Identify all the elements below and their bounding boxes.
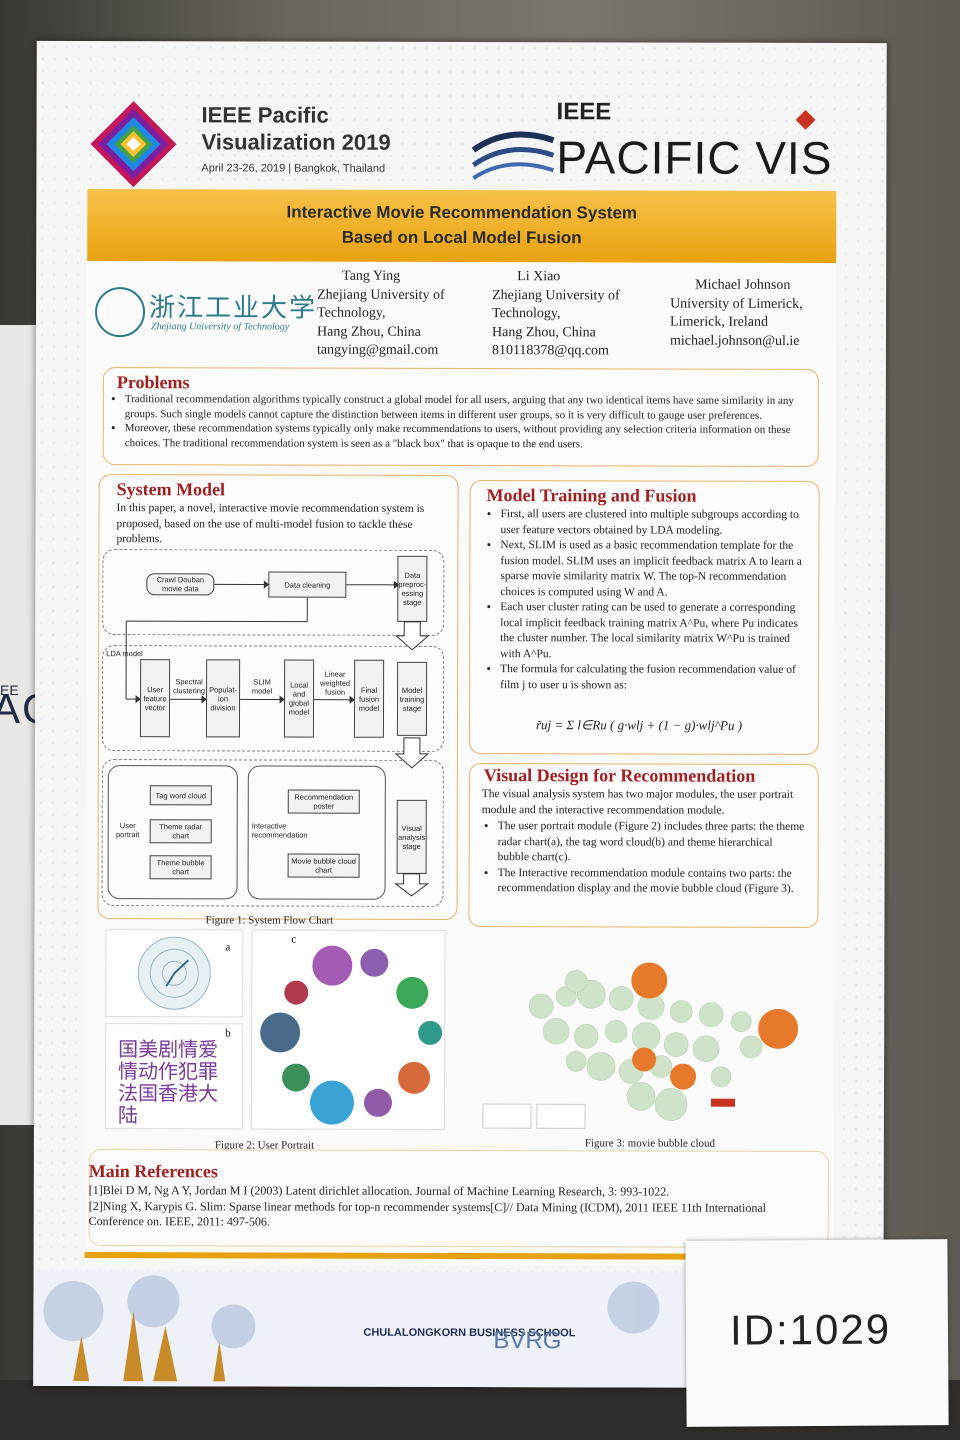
figure3-caption: Figure 3: movie bubble cloud (584, 1137, 716, 1150)
figure2-label-c: c (291, 933, 297, 946)
author-name: Li Xiao (517, 269, 561, 285)
poster: IEEE Pacific Visualization 2019 April 23… (33, 40, 887, 1389)
system-flow-chart: Crawl Douban movie data Data cleaning Da… (101, 549, 445, 910)
conference-title-line2: Visualization 2019 (201, 129, 391, 155)
conference-title-line1: IEEE Pacific (201, 102, 329, 128)
poster-id: ID:1029 (729, 1305, 892, 1354)
references-title: Main References (88, 1161, 218, 1182)
pacificvis-wave-logo-icon (471, 131, 555, 180)
author-name: Tang Ying (342, 268, 401, 284)
author-city: Limerick, Ireland (670, 314, 769, 330)
model-training-text: First, all users are clustered into mult… (484, 507, 809, 694)
problems-text: Traditional recommendation algorithms ty… (109, 392, 809, 452)
author-1: Tang Ying Zhejiang University of Technol… (317, 268, 445, 361)
author-affiliation-2: Technology, (317, 305, 386, 321)
university-name-en: Zhejiang University of Technology (150, 321, 290, 333)
word-cloud-panel: 国美剧情爱情动作犯罪法国香港大陆 (104, 1023, 244, 1130)
model-training-item: Each user cluster rating can be used to … (500, 600, 809, 663)
visual-design-intro: The visual analysis system has two major… (481, 788, 794, 817)
radar-chart (137, 936, 211, 1010)
author-name: Michael Johnson (695, 277, 791, 293)
author-email: michael.johnson@ul.ie (669, 333, 800, 349)
poster-id-card: ID:1029 (685, 1239, 949, 1427)
word-cloud: 国美剧情爱情动作犯罪法国香港大陆 (117, 1037, 219, 1128)
author-affiliation: Zhejiang University of (492, 287, 620, 303)
poster-title: Interactive Movie Recommendation System … (286, 202, 638, 248)
references-list: [1]Blei D M, Ng A Y, Jordan M I (2003) L… (89, 1183, 824, 1231)
reference-item: [1]Blei D M, Ng A Y, Jordan M I (2003) L… (88, 1183, 670, 1199)
visual-design-title: Visual Design for Recommendation (483, 765, 756, 786)
author-email: tangying@gmail.com (316, 342, 439, 358)
title-band: Interactive Movie Recommendation System … (87, 189, 837, 263)
author-city: Hang Zhou, China (316, 324, 421, 340)
visual-design-item: The user portrait module (Figure 2) incl… (498, 819, 807, 866)
author-affiliation-2: Technology, (492, 306, 561, 322)
model-training-title: Model Training and Fusion (486, 485, 697, 506)
problems-title: Problems (116, 372, 190, 393)
radar-chart-panel (105, 929, 244, 1018)
figure2-user-portrait: a 国美剧情爱情动作犯罪法国香港大陆 b c (104, 929, 446, 1138)
pacificvis-ieee: IEEE (556, 98, 612, 126)
author-email: 810118378@qq.com (491, 343, 609, 359)
figure3-movie-bubble-cloud (481, 936, 816, 1137)
author-affiliation: Zhejiang University of (317, 287, 445, 303)
sponsor-group: BVRG (493, 1327, 562, 1355)
side-banner-text-small: EE (0, 682, 19, 698)
theme-bubble-chart (260, 945, 443, 1125)
bubble-chart-panel (250, 929, 446, 1130)
pacificvis-name: PACIFIC VIS (556, 131, 833, 184)
figure1-caption: Figure 1: System Flow Chart (205, 914, 334, 927)
author-affiliation: University of Limerick, (670, 296, 803, 312)
author-3: Michael Johnson University of Limerick, … (670, 277, 803, 351)
visual-design-list: The user portrait module (Figure 2) incl… (482, 819, 807, 897)
movie-bubble-cloud (482, 962, 799, 1129)
university-seal-icon (94, 287, 146, 338)
visual-design-item: The Interactive recommendation module co… (498, 866, 807, 898)
system-model-text: In this paper, a novel, interactive movi… (116, 502, 425, 546)
model-training-item: The formula for calculating the fusion r… (500, 662, 809, 694)
fusion-formula: r̃uj = Σ l∈Ru ( g·wlj + (1 − g)·wlj^Pu ) (535, 717, 743, 733)
model-training-item: Next, SLIM is used as a basic recommenda… (500, 538, 809, 601)
university-name-cn: 浙江工业大学 (149, 293, 318, 324)
author-2: Li Xiao Zhejiang University of Technolog… (492, 268, 620, 361)
conference-date: April 23-26, 2019 | Bangkok, Thailand (201, 162, 386, 175)
problems-item: Traditional recommendation algorithms ty… (125, 392, 809, 423)
reference-item: [2]Ning X, Karypis G. Slim: Sparse linea… (88, 1198, 767, 1229)
model-training-item: First, all users are clustered into mult… (500, 507, 809, 539)
figure2-label-a: a (225, 941, 231, 954)
pacificvis-diamond-logo-icon (90, 101, 177, 188)
problems-item: Moreover, these recommendation systems t… (125, 421, 809, 452)
flow-arrows (125, 580, 430, 897)
author-city: Hang Zhou, China (491, 324, 596, 340)
system-model-title: System Model (116, 479, 226, 500)
figure2-label-b: b (225, 1027, 231, 1040)
poster-content: Interactive Movie Recommendation System … (84, 189, 837, 1266)
conference-title: IEEE Pacific Visualization 2019 (201, 101, 390, 155)
